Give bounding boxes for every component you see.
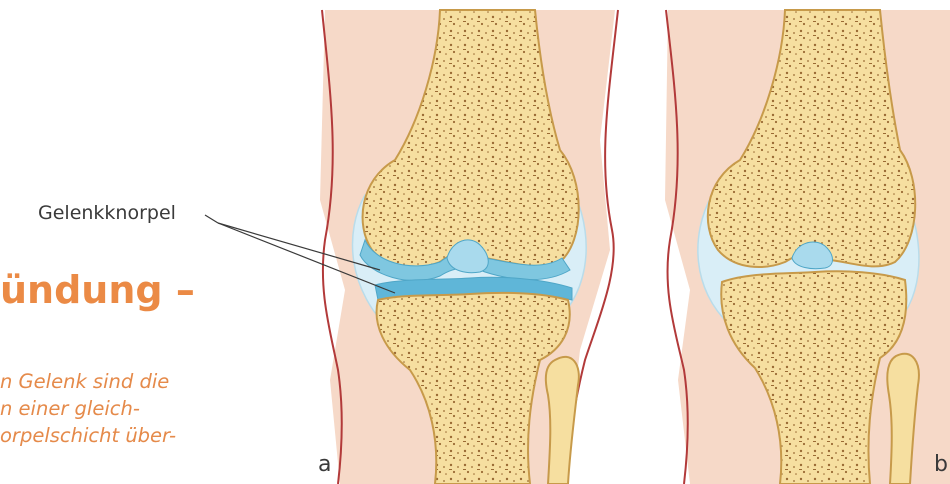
- body-line: orpelschicht über-: [0, 422, 300, 449]
- gelenkknorpel-label: Gelenkknorpel: [38, 202, 176, 224]
- panel-b-knee: [665, 10, 950, 484]
- body-line: n einer gleich-: [0, 395, 300, 422]
- section-heading: ündung –: [0, 268, 195, 312]
- panel-a-fibula: [546, 357, 579, 484]
- panel-b-label: b: [934, 452, 948, 477]
- body-paragraph: n Gelenk sind die n einer gleich- orpels…: [0, 368, 300, 449]
- panel-a-knee: [320, 10, 618, 484]
- panel-a-label: a: [318, 452, 331, 477]
- body-line: n Gelenk sind die: [0, 368, 300, 395]
